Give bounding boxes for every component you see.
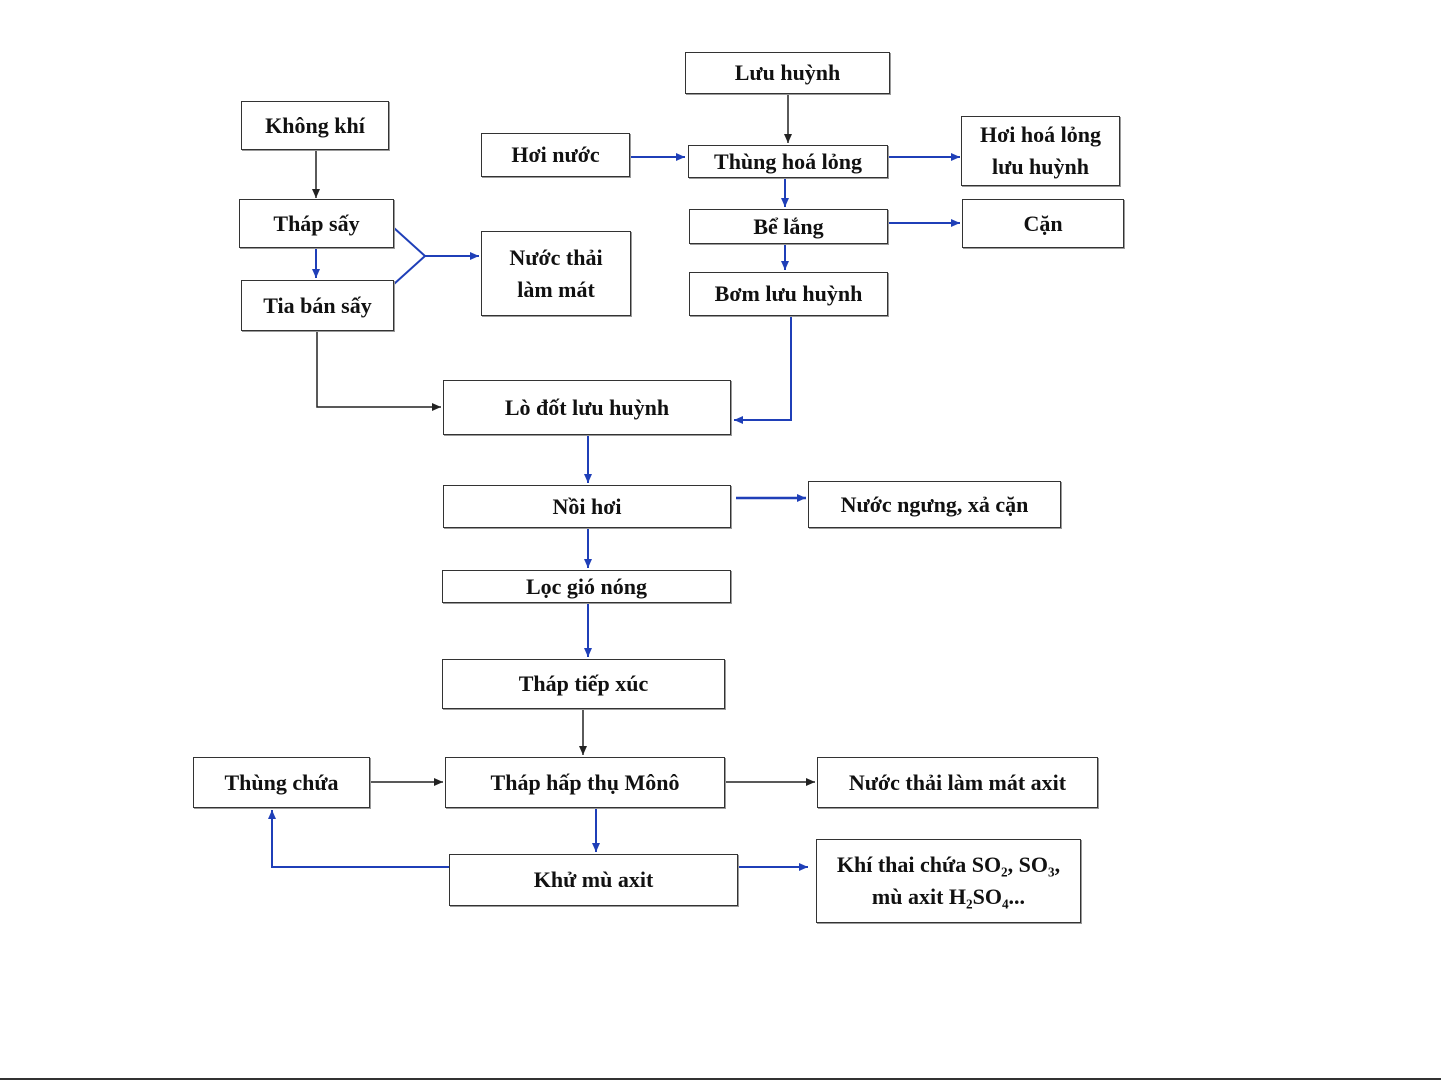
node-luu-huynh: Lưu huỳnh [685, 52, 890, 94]
node-luu-huynh-label: Lưu huỳnh [734, 60, 841, 85]
node-nuoc-thai-axit: Nước thải làm mát axit [817, 757, 1098, 808]
node-tia-ban-say-label: Tia bán sấy [263, 292, 372, 318]
node-bom-luu-huynh-label: Bơm lưu huỳnh [714, 281, 863, 306]
node-nuoc-thai-lam-mat-label: Nước thải làm mát [509, 244, 603, 302]
node-loc-gio-nong: Lọc gió nóng [442, 570, 731, 603]
node-khu-mu-axit-label: Khử mù axit [533, 867, 654, 892]
node-khu-mu-axit: Khử mù axit [449, 854, 738, 906]
node-tia-ban-say: Tia bán sấy [241, 280, 394, 331]
node-thung-hoa-long: Thùng hoá lỏng [688, 145, 888, 178]
node-bom-luu-huynh: Bơm lưu huỳnh [689, 272, 888, 316]
node-hoi-hoa-long: Hơi hoá lỏng lưu huỳnh [961, 116, 1120, 186]
node-khong-khi-label: Không khí [265, 112, 365, 138]
node-thung-hoa-long-label: Thùng hoá lỏng [714, 148, 862, 174]
node-thap-tiep-xuc-label: Tháp tiếp xúc [518, 671, 649, 696]
arrow-tia-ban-say-to-lo-dot [316, 331, 441, 411]
arrow-khu-mu-to-thung-chua [268, 810, 449, 868]
node-nuoc-thai-lam-mat: Nước thải làm mát [481, 231, 631, 316]
node-lo-dot: Lò đốt lưu huỳnh [443, 380, 731, 435]
node-nuoc-ngung-label: Nước ngưng, xả cặn [840, 491, 1029, 517]
node-noi-hoi: Nồi hơi [443, 485, 731, 528]
node-khi-thai-label: Khí thai chứa SO₂, SO₃, mù axit H₂SO₄... [836, 852, 1061, 909]
node-loc-gio-nong-label: Lọc gió nóng [525, 573, 648, 599]
node-thap-say-label: Tháp sấy [273, 210, 360, 236]
node-khi-thai: Khí thai chứa SO₂, SO₃, mù axit H₂SO₄... [816, 839, 1081, 923]
node-lo-dot-label: Lò đốt lưu huỳnh [504, 394, 670, 420]
node-nuoc-thai-axit-label: Nước thải làm mát axit [848, 769, 1067, 795]
node-thung-chua-label: Thùng chứa [224, 769, 339, 795]
node-noi-hoi-label: Nồi hơi [552, 493, 622, 519]
node-be-lang-label: Bể lắng [753, 213, 824, 239]
node-can: Cặn [962, 199, 1124, 248]
node-hoi-nuoc-label: Hơi nước [511, 142, 600, 167]
node-khong-khi: Không khí [241, 101, 389, 150]
node-thap-hap-thu: Tháp hấp thụ Mônô [445, 757, 725, 808]
node-nuoc-ngung: Nước ngưng, xả cặn [808, 481, 1061, 528]
node-thap-tiep-xuc: Tháp tiếp xúc [442, 659, 725, 709]
arrow-bom-to-lo-dot [734, 294, 792, 424]
node-can-label: Cặn [1023, 210, 1063, 236]
node-hoi-nuoc: Hơi nước [481, 133, 630, 177]
node-thap-say: Tháp sấy [239, 199, 394, 248]
arrow-merge-to-nuoc-thai [393, 227, 427, 285]
node-be-lang: Bể lắng [689, 209, 888, 244]
node-hoi-hoa-long-label: Hơi hoá lỏng lưu huỳnh [980, 122, 1101, 179]
bottom-border-line [0, 1078, 1441, 1080]
node-thung-chua: Thùng chứa [193, 757, 370, 808]
node-thap-hap-thu-label: Tháp hấp thụ Mônô [490, 769, 680, 795]
